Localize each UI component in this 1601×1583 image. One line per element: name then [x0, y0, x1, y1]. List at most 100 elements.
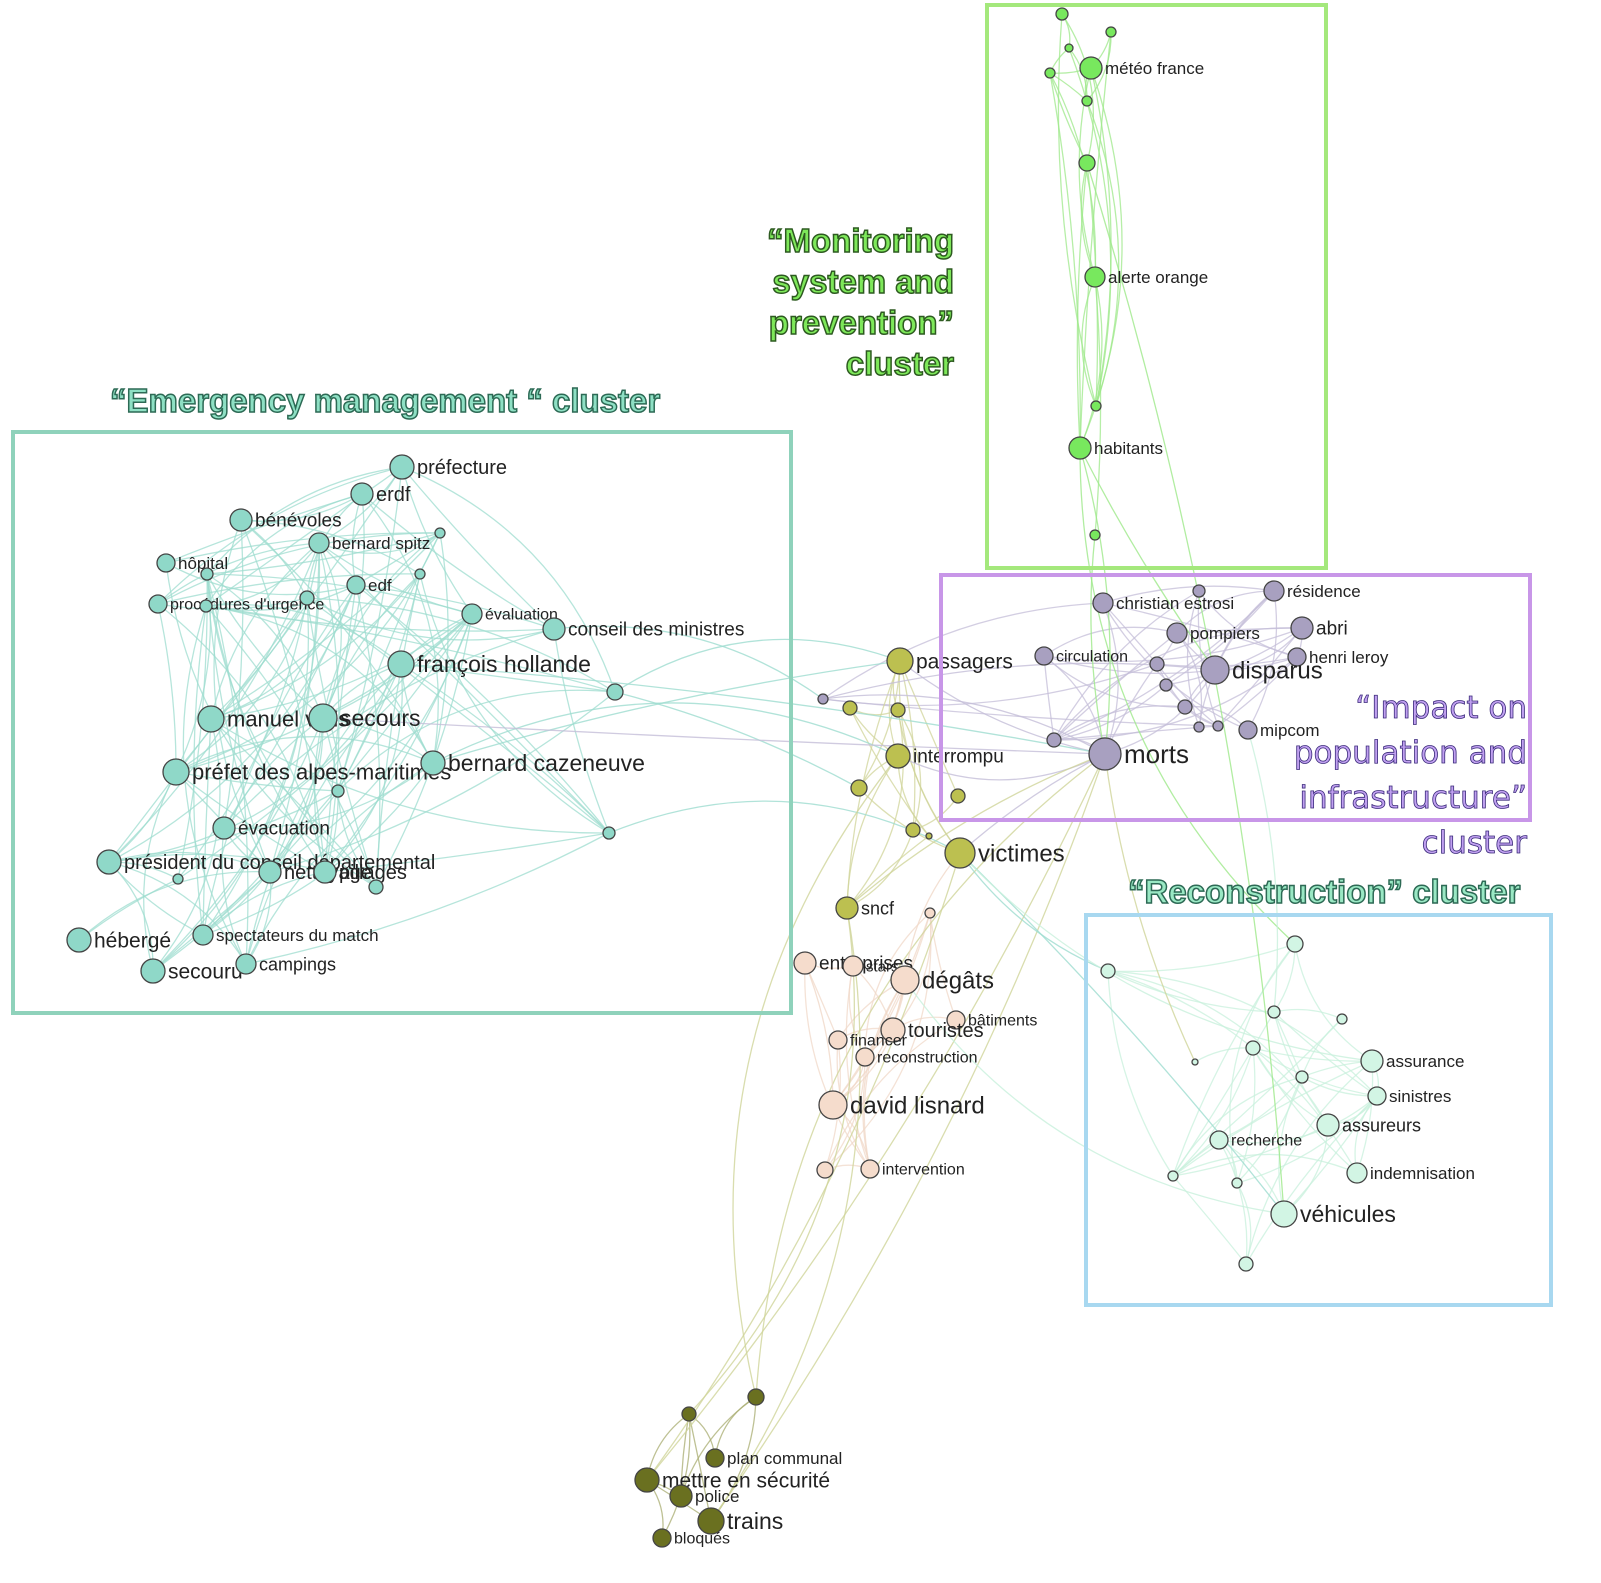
node-touristes[interactable]: touristes [880, 1017, 984, 1043]
node-david-lisnard[interactable]: david lisnard [818, 1090, 985, 1120]
node-indemnisation[interactable]: indemnisation [1346, 1162, 1475, 1184]
node-plan-communal[interactable]: plan communal [705, 1448, 842, 1468]
node-re-s5[interactable] [1245, 1040, 1261, 1056]
node-im-s4[interactable] [1177, 699, 1193, 715]
node-em-s10[interactable] [368, 879, 384, 895]
node-heberge[interactable]: hébergé [66, 927, 171, 953]
node-circle[interactable] [1336, 1013, 1348, 1025]
node-circle[interactable] [890, 702, 906, 718]
node-circle[interactable] [331, 784, 345, 798]
node-mo-s4[interactable] [1044, 67, 1056, 79]
node-circle[interactable] [1316, 1113, 1340, 1137]
node-entreprises[interactable]: entreprises [793, 951, 913, 975]
node-mo-s6[interactable] [1078, 154, 1096, 172]
node-circle[interactable] [387, 650, 415, 678]
node-circle[interactable] [1267, 1005, 1281, 1019]
node-circle[interactable] [944, 837, 976, 869]
node-circle[interactable] [1231, 1177, 1243, 1189]
node-prefet[interactable]: préfet des alpes-maritimes [162, 758, 451, 786]
node-circle[interactable] [1295, 1070, 1309, 1084]
node-re-s1[interactable] [1286, 935, 1304, 953]
node-circle[interactable] [1367, 1086, 1387, 1106]
node-circle[interactable] [1088, 737, 1122, 771]
node-im-s7[interactable] [1046, 732, 1062, 748]
node-circle[interactable] [156, 553, 176, 573]
node-circle[interactable] [669, 1484, 693, 1508]
node-circle[interactable] [1200, 655, 1230, 685]
node-sinistres[interactable]: sinistres [1367, 1086, 1451, 1106]
node-meteo-france[interactable]: météo france [1079, 56, 1204, 80]
node-circle[interactable] [855, 1047, 875, 1067]
node-em-s8[interactable] [602, 826, 616, 840]
node-circle[interactable] [950, 788, 966, 804]
node-pompiers[interactable]: pompiers [1166, 622, 1260, 644]
node-circle[interactable] [1100, 963, 1116, 979]
node-circle[interactable] [1149, 656, 1165, 672]
node-em-s5[interactable] [199, 599, 213, 613]
node-francois-hollande[interactable]: françois hollande [387, 650, 591, 678]
node-circle[interactable] [606, 683, 624, 701]
node-circle[interactable] [368, 879, 384, 895]
node-circle[interactable] [192, 924, 214, 946]
node-circle[interactable] [1286, 935, 1304, 953]
node-da-s1[interactable] [924, 907, 936, 919]
node-circle[interactable] [705, 1448, 725, 1468]
node-im-s8[interactable] [817, 693, 829, 705]
node-evaluation[interactable]: évaluation [461, 603, 558, 625]
node-stars[interactable]: stars [842, 955, 899, 977]
node-mo-s5[interactable] [1081, 95, 1093, 107]
node-intervention[interactable]: intervention [860, 1159, 965, 1179]
node-morts[interactable]: morts [1088, 737, 1189, 771]
node-alerte-orange[interactable]: alerte orange [1084, 266, 1208, 288]
node-edf[interactable]: edf [346, 575, 392, 595]
node-circle[interactable] [420, 750, 446, 776]
node-assureurs[interactable]: assureurs [1316, 1113, 1421, 1137]
node-circle[interactable] [1238, 1256, 1254, 1272]
node-im-s1[interactable] [1192, 584, 1206, 598]
node-circle[interactable] [1089, 529, 1101, 541]
node-circle[interactable] [229, 508, 253, 532]
node-circle[interactable] [817, 693, 829, 705]
node-circle[interactable] [1290, 616, 1314, 640]
node-circle[interactable] [461, 603, 483, 625]
node-circle[interactable] [652, 1528, 672, 1548]
node-circle[interactable] [1287, 647, 1307, 667]
node-circle[interactable] [1245, 1040, 1261, 1056]
node-sa-s1[interactable] [747, 1388, 765, 1406]
node-benevoles[interactable]: bénévoles [229, 508, 342, 532]
node-circle[interactable] [602, 826, 616, 840]
node-interrompu[interactable]: interrompu [885, 743, 1004, 769]
node-spectateurs[interactable]: spectateurs du match [192, 924, 379, 946]
node-secouru[interactable]: secouru [140, 958, 243, 984]
node-circle[interactable] [258, 860, 282, 884]
node-circle[interactable] [1055, 7, 1069, 21]
node-circle[interactable] [842, 955, 864, 977]
node-em-s2[interactable] [200, 567, 214, 581]
node-circle[interactable] [634, 1467, 660, 1493]
node-circle[interactable] [890, 965, 920, 995]
node-circle[interactable] [346, 575, 366, 595]
node-circle[interactable] [66, 927, 92, 953]
node-em-s3[interactable] [414, 568, 426, 580]
node-vehicules[interactable]: véhicules [1270, 1200, 1396, 1228]
node-mo-s7[interactable] [1090, 400, 1102, 412]
node-im-s6[interactable] [1212, 720, 1224, 732]
node-bernard-cazeneuve[interactable]: bernard cazeneuve [420, 750, 645, 776]
node-henri-leroy[interactable]: henri leroy [1287, 647, 1389, 667]
node-circle[interactable] [842, 700, 858, 716]
node-circle[interactable] [1081, 95, 1093, 107]
node-circle[interactable] [350, 482, 374, 506]
node-president-conseil[interactable]: président du conseil départemental [96, 849, 435, 875]
node-circle[interactable] [850, 779, 868, 797]
node-circle[interactable] [1263, 580, 1285, 602]
node-trains[interactable]: trains [697, 1507, 783, 1535]
node-secours[interactable]: secours [308, 703, 421, 733]
node-em-s9[interactable] [172, 873, 184, 885]
node-circle[interactable] [1270, 1200, 1298, 1228]
node-disparus[interactable]: disparus [1200, 655, 1323, 685]
node-circle[interactable] [828, 1030, 848, 1050]
node-circle[interactable] [818, 1090, 848, 1120]
node-erdf[interactable]: erdf [350, 482, 411, 506]
node-circle[interactable] [172, 873, 184, 885]
node-circle[interactable] [1346, 1162, 1368, 1184]
